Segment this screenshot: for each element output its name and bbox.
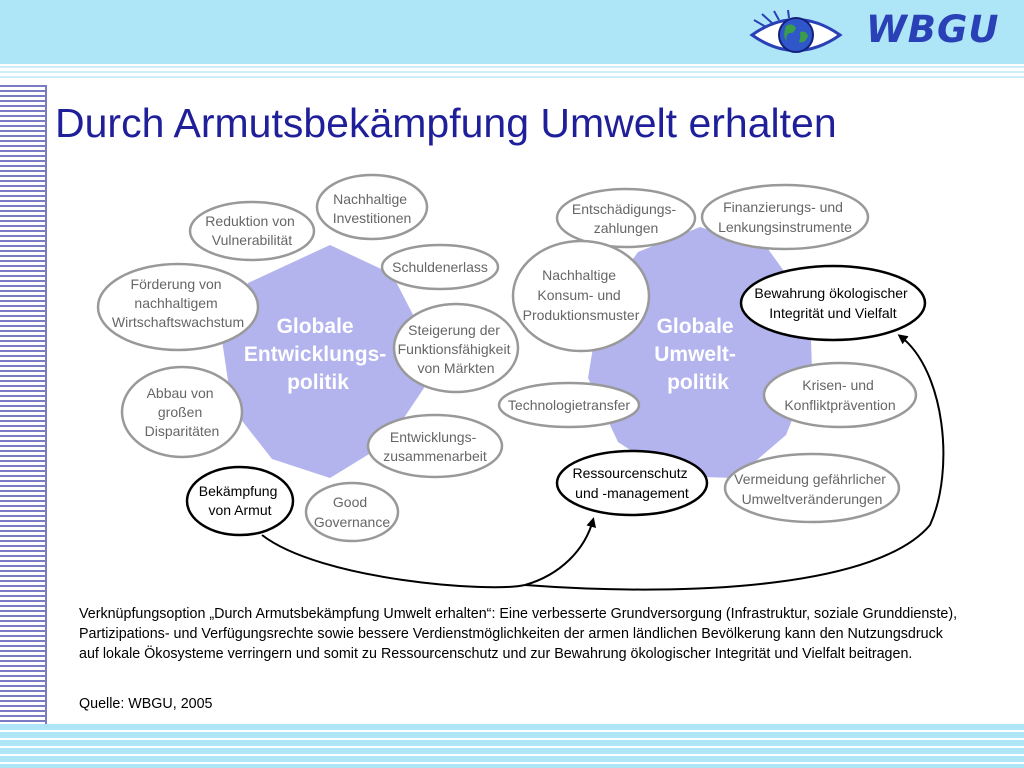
svg-text:Bewahrung ökologischer I: Bewahrung ökologischer Integrität und Vi… bbox=[754, 285, 911, 321]
header-stripe bbox=[0, 76, 1024, 78]
svg-text:Vermeidung gefährlicher: Vermeidung gefährlicher Umweltveränderun… bbox=[734, 471, 890, 507]
svg-text:Reduktion von Vulnerabil: Reduktion von Vulnerabilität bbox=[205, 213, 298, 248]
footer-band bbox=[0, 724, 1024, 768]
bubble-good-governance: Good Governance bbox=[304, 481, 400, 543]
bubble-schuldenerlass: Schuldenerlass bbox=[380, 243, 500, 291]
svg-text:Good Governance: Good Governance bbox=[314, 494, 390, 530]
svg-text:Nachhaltige Konsum- und: Nachhaltige Konsum- und Produktionsmuste… bbox=[523, 267, 640, 323]
svg-text:Technologietransfer: Technologietransfer bbox=[508, 397, 631, 413]
svg-text:Nachhaltige Investitione: Nachhaltige Investitionen bbox=[333, 191, 412, 226]
caption-text: Verknüpfungsoption „Durch Armutsbekämpfu… bbox=[79, 606, 958, 662]
source-note: Quelle: WBGU, 2005 bbox=[79, 696, 213, 712]
bubble-bewahrung-integritaet: Bewahrung ökologischer Integrität und Vi… bbox=[739, 264, 927, 342]
bubble-krisenpraevention: Krisen- und Konfliktprävention bbox=[762, 361, 918, 429]
hub-development bbox=[222, 245, 426, 478]
hub-environment-label: Globale Umwelt- politik bbox=[654, 315, 742, 394]
bubble-umweltveraenderungen: Vermeidung gefährlicher Umweltveränderun… bbox=[723, 452, 901, 524]
header-stripe bbox=[0, 66, 1024, 68]
bubble-nachhaltige-investitionen: Nachhaltige Investitionen bbox=[315, 173, 429, 241]
left-divider bbox=[45, 85, 47, 725]
bubble-finanzierungsinstrumente: Finanzierungs- und Lenkungsinstrumente bbox=[700, 183, 870, 251]
bubble-entschaedigungszahlungen: Entschädigungs- zahlungen bbox=[555, 187, 697, 249]
bubble-technologietransfer: Technologietransfer bbox=[497, 381, 641, 429]
page-title: Durch Armutsbekämpfung Umwelt erhalten bbox=[55, 100, 837, 146]
svg-text:Schuldenerlass: Schuldenerlass bbox=[392, 259, 488, 275]
bubble-nachhaltige-konsummuster: Nachhaltige Konsum- und Produktionsmuste… bbox=[511, 239, 651, 353]
header-band bbox=[0, 0, 1024, 64]
svg-text:Krisen- und Konfliktpräv: Krisen- und Konfliktprävention bbox=[784, 377, 895, 413]
bubble-abbau-disparitaeten: Abbau von großen Disparitäten bbox=[120, 365, 244, 459]
svg-text:Bekämpfung von Armut: Bekämpfung von Armut bbox=[199, 483, 282, 518]
bubble-reduktion-vulnerabilitaet: Reduktion von Vulnerabilität bbox=[188, 200, 316, 262]
svg-text:Abbau von großen D: Abbau von großen Disparitäten bbox=[145, 385, 220, 439]
bubble-entwicklungszusammenarbeit: Entwicklungs- zusammenarbeit bbox=[366, 413, 504, 479]
svg-text:Finanzierungs- und Lenku: Finanzierungs- und Lenkungsinstrumente bbox=[718, 199, 852, 235]
bubble-bekaempfung-armut: Bekämpfung von Armut bbox=[185, 465, 295, 537]
arrow-to-ressourcenschutz bbox=[261, 517, 597, 589]
eye-globe-icon bbox=[749, 10, 843, 53]
bubble-ressourcenschutz: Ressourcenschutz und -management bbox=[555, 449, 709, 517]
diagram: Globale Entwicklungs- politik Globale Um… bbox=[96, 173, 945, 591]
hub-development-label: Globale Entwicklungs- politik bbox=[244, 315, 392, 394]
svg-text:Ressourcenschutz und -ma: Ressourcenschutz und -management bbox=[572, 465, 691, 501]
svg-text:Entwicklungs- zusammenar: Entwicklungs- zusammenarbeit bbox=[383, 429, 487, 464]
arrow-to-bewahrung bbox=[524, 334, 945, 591]
bubble-foerderung-wachstum: Förderung von nachhaltigem Wirtschaftswa… bbox=[96, 262, 260, 352]
bubble-steigerung-maerkte: Steigerung der Funktionsfähigkeit von Mä… bbox=[392, 302, 520, 394]
left-decoration bbox=[0, 85, 46, 725]
wbgu-logo: WBGU bbox=[866, 8, 1000, 51]
svg-text:Förderung von nachhaltig: Förderung von nachhaltigem Wirtschaftswa… bbox=[112, 276, 244, 330]
svg-text:Steigerung der Funktions: Steigerung der Funktionsfähigkeit von Mä… bbox=[398, 322, 515, 376]
svg-text:Entschädigungs- zahlunge: Entschädigungs- zahlungen bbox=[572, 201, 680, 236]
header-stripe bbox=[0, 71, 1024, 73]
